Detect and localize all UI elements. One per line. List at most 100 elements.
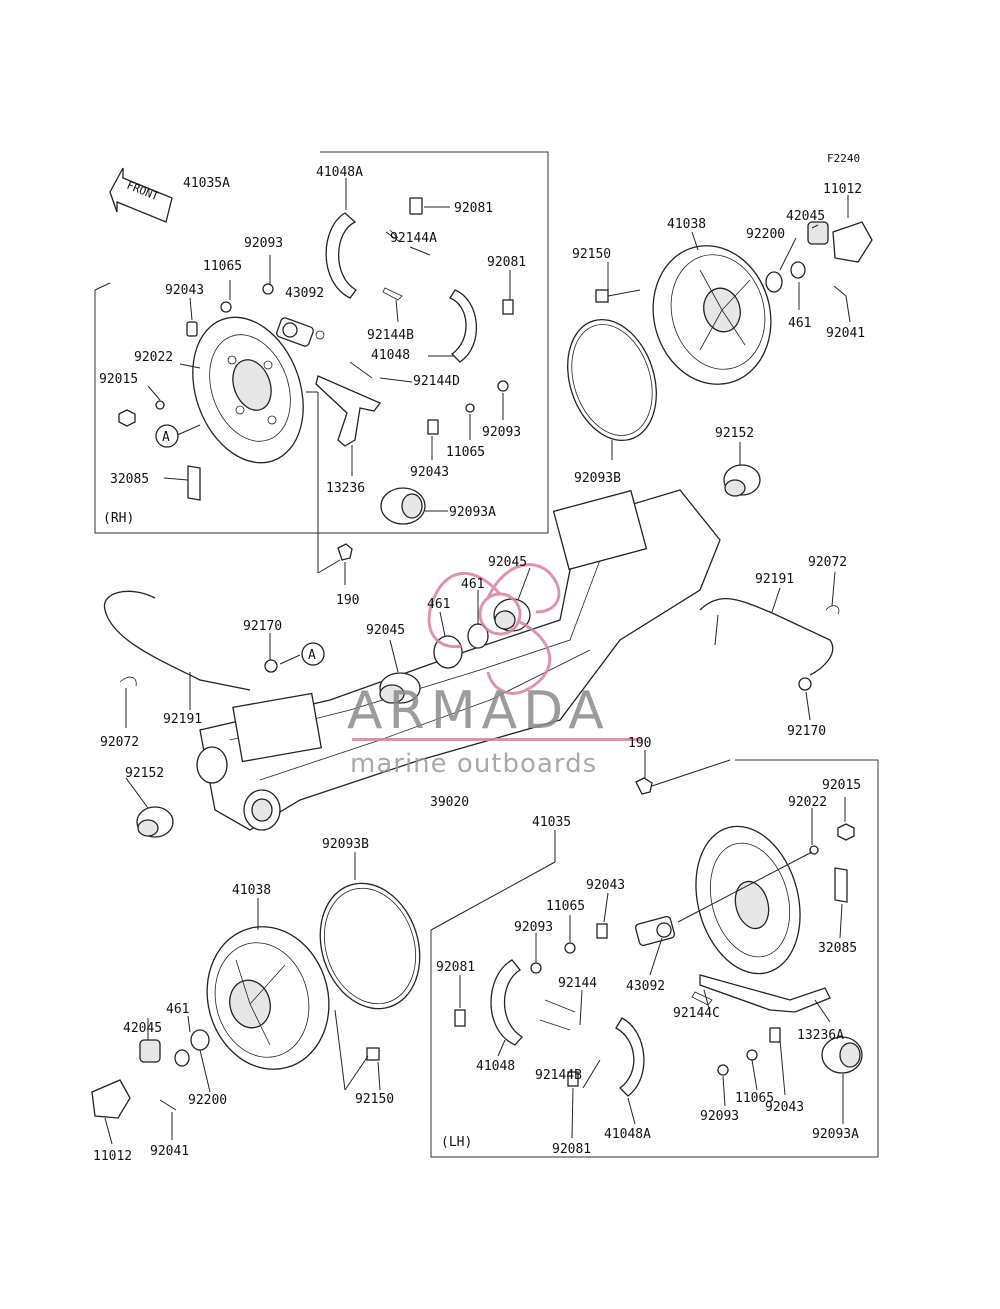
part-callout-92144c: 92144C [673,1006,720,1021]
part-callout-92043: 92043 [410,465,449,480]
part-callout-41048a: 41048A [604,1127,651,1142]
part-callout-11065: 11065 [446,445,485,460]
watermark-brand: ARMADA [347,681,610,741]
part-callout-92093: 92093 [514,920,553,935]
part-callout-92093: 92093 [244,236,283,251]
rh-wheel-cylinder [276,317,314,347]
reference-a-circle-axle [301,642,325,666]
part-callout-11012: 11012 [93,1149,132,1164]
part-callout-92015: 92015 [822,778,861,793]
part-callout-92152: 92152 [715,426,754,441]
part-callout-11065: 11065 [203,259,242,274]
part-callout-461: 461 [166,1002,189,1017]
part-callout-11065: 11065 [735,1091,774,1106]
part-callout-43092: 43092 [285,286,324,301]
rh-small-parts [118,197,514,525]
part-callout-92041: 92041 [826,326,865,341]
lh-brake-drum [206,926,330,1070]
lh-small-parts [454,823,863,1087]
lh-backing-plate [695,825,801,975]
front-arrow-icon: FRONT [109,167,173,223]
rh-bushing [723,464,761,497]
part-callout-41035a: 41035A [183,176,230,191]
part-callout-92022: 92022 [788,795,827,810]
lh-brake-shoe-front [490,959,523,1046]
part-callout-92200: 92200 [188,1093,227,1108]
part-callout-92041: 92041 [150,1144,189,1159]
part-callout-39020: 39020 [430,795,469,810]
part-callout-41048: 41048 [476,1059,515,1074]
part-callout-41048: 41048 [371,348,410,363]
part-callout-92150: 92150 [572,247,611,262]
part-callout-92045: 92045 [488,555,527,570]
part-callout-42045: 42045 [123,1021,162,1036]
rh-group-frame [94,151,549,534]
part-callout-41048a: 41048A [316,165,363,180]
lh-label: (LH) [441,1135,472,1150]
part-callout-190: 190 [628,736,651,751]
part-callout-92081: 92081 [436,960,475,975]
lh-wheel-cylinder [635,915,675,947]
rh-brake-shoe-rear [449,289,478,363]
armada-logo-icon [427,563,561,695]
part-callout-92170: 92170 [243,619,282,634]
part-callout-92170: 92170 [787,724,826,739]
part-callout-461: 461 [788,316,811,331]
part-callout-190: 190 [336,593,359,608]
rh-label: (RH) [103,511,134,526]
part-callout-92081: 92081 [552,1142,591,1157]
part-callout-92150: 92150 [355,1092,394,1107]
rh-brake-shoe-front [325,212,357,299]
part-callout-92200: 92200 [746,227,785,242]
watermark-underline [352,738,642,741]
part-callout-11012: 11012 [823,182,862,197]
figure-code: F2240 [827,152,860,165]
part-callout-43092: 43092 [626,979,665,994]
part-callout-32085: 32085 [110,472,149,487]
part-callout-92144d: 92144D [413,374,460,389]
axle-bearings [136,598,531,838]
part-callout-92144b: 92144B [535,1068,582,1083]
part-callout-a: A [162,430,170,445]
part-callout-92022: 92022 [134,350,173,365]
part-callout-92093b: 92093B [574,471,621,486]
lh-hub-parts [91,1029,380,1119]
leader-lines [104,178,851,1145]
part-callout-92043: 92043 [586,878,625,893]
lh-drum-seal-ring [319,882,421,1010]
breather-hoses [103,543,840,795]
part-callout-92093b: 92093B [322,837,369,852]
part-callout-92081: 92081 [487,255,526,270]
part-callout-92093: 92093 [482,425,521,440]
part-callout-92144: 92144 [558,976,597,991]
part-callout-41035: 41035 [532,815,571,830]
part-callout-92015: 92015 [99,372,138,387]
rh-drum-seal-ring [567,318,657,442]
rh-brake-drum [652,245,772,385]
part-callout-42045: 42045 [786,209,825,224]
part-callout-32085: 32085 [818,941,857,956]
lh-group-frame [430,759,879,1158]
part-callout-92043: 92043 [165,283,204,298]
part-callout-92191: 92191 [163,712,202,727]
part-callout-41038: 41038 [232,883,271,898]
part-callout-92081: 92081 [454,201,493,216]
part-callout-a: A [308,648,316,663]
part-callout-92072: 92072 [808,555,847,570]
part-callout-92144b: 92144B [367,328,414,343]
part-callout-92093a: 92093A [812,1127,859,1142]
part-callout-92093: 92093 [700,1109,739,1124]
watermark: ARMADA marine outboards [347,563,642,779]
part-callout-13236a: 13236A [797,1028,844,1043]
part-callout-92045: 92045 [366,623,405,638]
reference-a-circle-rh [155,424,179,448]
rh-backing-plate [192,316,304,464]
part-callout-41038: 41038 [667,217,706,232]
part-callout-92093a: 92093A [449,505,496,520]
part-callout-92144a: 92144A [390,231,437,246]
part-callout-13236: 13236 [326,481,365,496]
lh-brake-shoe-rear [615,1017,645,1097]
